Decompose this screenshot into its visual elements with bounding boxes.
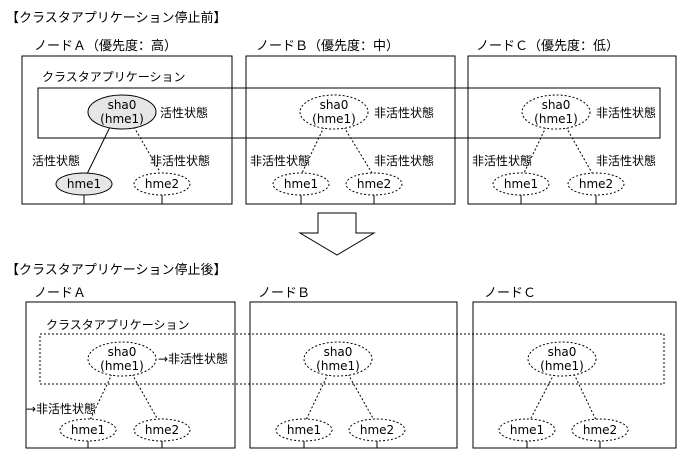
after-b-link-left bbox=[305, 373, 329, 421]
after-a-sha0-name: sha0 bbox=[108, 345, 137, 359]
before-a-hme1-label: hme1 bbox=[67, 177, 101, 191]
after-c-link-left bbox=[529, 373, 555, 421]
before-a-sha0 bbox=[87, 94, 157, 130]
before-c-sha0 bbox=[521, 94, 591, 130]
after-c-sha0 bbox=[527, 341, 597, 377]
before-b-left-state: 非活性状態 bbox=[250, 153, 310, 168]
before-b-sha0-nic: (hme1) bbox=[312, 112, 356, 126]
before-a-sha0-state: 活性状態 bbox=[160, 105, 208, 120]
before-c-hme2-label: hme2 bbox=[579, 177, 613, 191]
after-c-sha0-nic: (hme1) bbox=[540, 359, 584, 373]
after-c-hme2 bbox=[571, 418, 629, 442]
before-a-left-state: 活性状態 bbox=[32, 153, 80, 168]
after-b-hme1 bbox=[275, 418, 333, 442]
after-b-link-right bbox=[347, 373, 375, 421]
before-app-rect bbox=[37, 87, 661, 139]
after-node-c-title: ノードＣ bbox=[484, 286, 536, 301]
after-a-hme2-label: hme2 bbox=[145, 423, 179, 437]
before-a-hme2-label: hme2 bbox=[145, 177, 179, 191]
before-b-hme1 bbox=[272, 172, 330, 196]
after-app-rect bbox=[39, 333, 665, 385]
after-a-hme2 bbox=[133, 418, 191, 442]
after-b-sha0-nic: (hme1) bbox=[316, 359, 360, 373]
after-c-hme1 bbox=[498, 418, 556, 442]
after-c-hme2-label: hme2 bbox=[583, 423, 617, 437]
after-node-b-title: ノードＢ bbox=[258, 286, 310, 301]
after-c-link-right bbox=[573, 373, 597, 421]
after-node-c-box bbox=[472, 301, 677, 449]
after-a-link-right bbox=[131, 373, 159, 421]
before-heading: 【クラスタアプリケーション停止前】 bbox=[6, 10, 226, 26]
before-node-a-box bbox=[21, 55, 233, 205]
before-b-sha0 bbox=[299, 94, 369, 130]
before-b-sha0-state: 非活性状態 bbox=[374, 105, 434, 120]
before-a-link-right bbox=[133, 126, 161, 173]
before-b-hme1-label: hme1 bbox=[284, 177, 318, 191]
before-a-sha0-name: sha0 bbox=[108, 98, 137, 112]
after-a-hme1 bbox=[59, 418, 117, 442]
before-b-hme2 bbox=[345, 172, 403, 196]
after-app-label: クラスタアプリケーション bbox=[46, 318, 190, 332]
before-c-sha0-name: sha0 bbox=[542, 98, 571, 112]
before-app-label: クラスタアプリケーション bbox=[42, 70, 186, 84]
before-a-hme2 bbox=[133, 172, 191, 196]
before-b-sha0-name: sha0 bbox=[320, 98, 349, 112]
before-b-right-state: 非活性状態 bbox=[374, 153, 434, 168]
before-c-hme2 bbox=[567, 172, 625, 196]
before-a-link-left bbox=[86, 126, 111, 175]
before-a-sha0-nic: (hme1) bbox=[100, 112, 144, 126]
before-c-sha0-state: 非活性状態 bbox=[596, 105, 656, 120]
before-c-link-left bbox=[523, 126, 547, 174]
after-c-hme1-label: hme1 bbox=[510, 423, 544, 437]
before-c-link-right bbox=[565, 126, 593, 174]
before-a-right-state: 非活性状態 bbox=[150, 153, 210, 168]
after-a-nic-state: →非活性状態 bbox=[26, 401, 96, 416]
before-c-sha0-nic: (hme1) bbox=[534, 112, 578, 126]
after-a-sha0-state: →非活性状態 bbox=[158, 351, 228, 366]
after-a-hme1-label: hme1 bbox=[71, 423, 105, 437]
after-b-sha0 bbox=[303, 341, 373, 377]
after-a-link-left bbox=[89, 373, 113, 421]
before-node-b-title: ノードＢ（優先度：中） bbox=[256, 38, 399, 54]
before-b-hme2-label: hme2 bbox=[357, 177, 391, 191]
after-a-sha0 bbox=[87, 341, 157, 377]
before-c-right-state: 非活性状態 bbox=[596, 153, 656, 168]
after-c-sha0-name: sha0 bbox=[548, 345, 577, 359]
after-b-hme2-label: hme2 bbox=[360, 423, 394, 437]
after-a-sha0-nic: (hme1) bbox=[100, 359, 144, 373]
before-c-left-state: 非活性状態 bbox=[472, 153, 532, 168]
after-b-hme2 bbox=[348, 418, 406, 442]
before-node-c-box bbox=[467, 55, 677, 205]
down-arrow-icon bbox=[298, 212, 376, 256]
before-a-hme1 bbox=[55, 172, 113, 196]
before-node-a-title: ノードＡ（優先度：高） bbox=[34, 38, 177, 54]
after-node-b-box bbox=[249, 301, 458, 449]
after-b-hme1-label: hme1 bbox=[287, 423, 321, 437]
before-node-c-title: ノードＣ（優先度：低） bbox=[476, 38, 619, 54]
after-b-sha0-name: sha0 bbox=[324, 345, 353, 359]
before-c-hme1-label: hme1 bbox=[504, 177, 538, 191]
before-c-hme1 bbox=[492, 172, 550, 196]
after-node-a-box bbox=[25, 301, 236, 449]
before-node-b-box bbox=[245, 55, 456, 205]
after-heading: 【クラスタアプリケーション停止後】 bbox=[6, 262, 226, 278]
before-b-link-right bbox=[343, 126, 373, 174]
before-b-link-left bbox=[301, 126, 325, 174]
after-node-a-title: ノードＡ bbox=[34, 286, 86, 301]
